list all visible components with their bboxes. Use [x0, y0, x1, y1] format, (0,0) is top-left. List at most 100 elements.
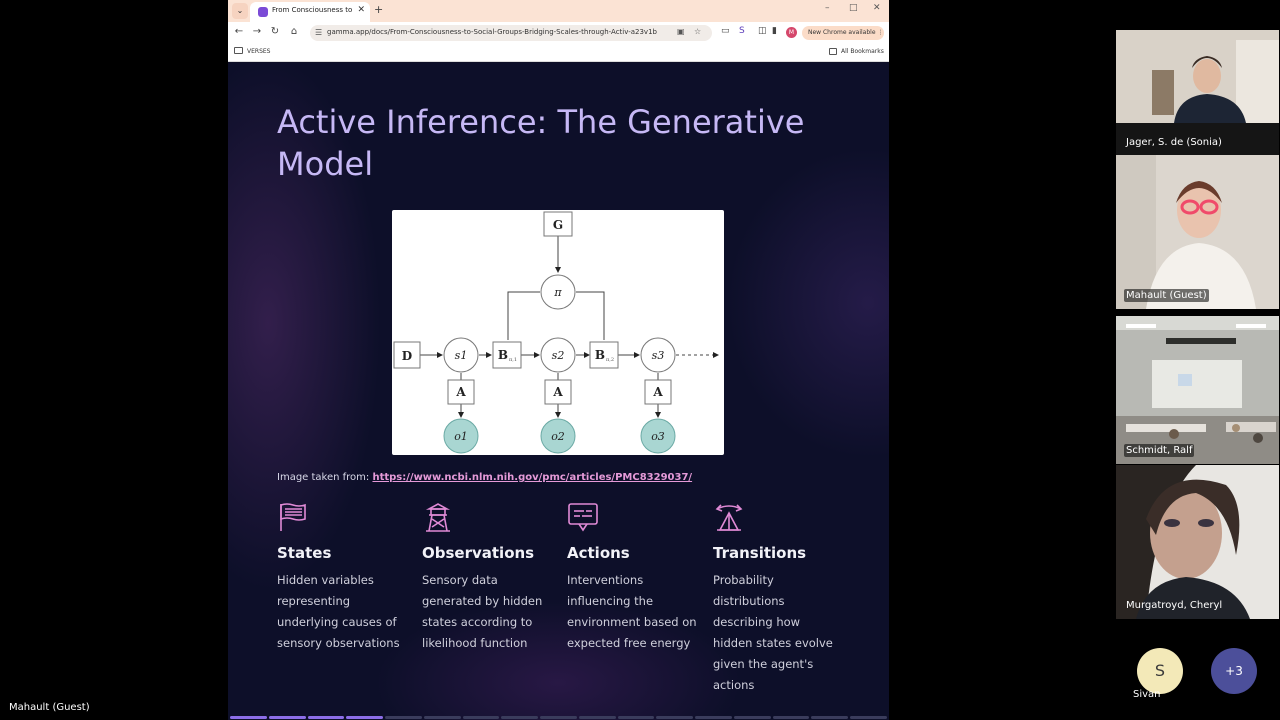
progress-segment[interactable] [772, 716, 810, 719]
progress-segment[interactable] [230, 716, 267, 719]
progress-segment[interactable] [656, 716, 694, 719]
feature-description: Interventions influencing the environmen… [567, 573, 697, 650]
label-s3: s3 [652, 349, 665, 362]
node-s2 [540, 337, 576, 373]
install-app-icon[interactable]: ▣ [677, 27, 685, 36]
label-g: G [553, 218, 563, 232]
address-bar[interactable]: ☰ gamma.app/docs/From-Consciousness-to-S… [310, 25, 712, 41]
node-b2 [589, 341, 619, 369]
back-icon[interactable]: ← [234, 26, 244, 37]
progress-segment[interactable] [850, 716, 888, 719]
active-tab[interactable]: From Consciousness to Social ✕ [250, 2, 370, 22]
node-s3 [640, 337, 676, 373]
participant-name: Mahault (Guest) [1124, 289, 1209, 302]
label-a1: A [455, 385, 466, 399]
image-caption: Image taken from: https://www.ncbi.nlm.n… [277, 472, 692, 483]
participant-video [1116, 316, 1279, 464]
node-a1 [447, 379, 475, 405]
close-window-icon[interactable]: ✕ [873, 3, 881, 13]
node-a3 [644, 379, 672, 405]
label-o1: o1 [454, 430, 468, 443]
progress-segment[interactable] [307, 716, 345, 719]
label-b1-subscript: π,1 [509, 357, 517, 363]
progress-segment[interactable] [346, 716, 384, 719]
tab-search-button[interactable]: ⌄ [232, 3, 248, 19]
feature-description: Sensory data generated by hidden states … [422, 573, 543, 650]
node-o2 [540, 418, 576, 454]
slide-title: Active Inference: The Generative Model [277, 103, 805, 183]
label-o2: o2 [551, 430, 565, 443]
participant-avatar[interactable]: S [1137, 648, 1183, 694]
progress-segment[interactable] [733, 716, 771, 719]
progress-segment[interactable] [617, 716, 655, 719]
progress-segment[interactable] [695, 716, 732, 719]
progress-segment[interactable] [268, 716, 306, 719]
participant-tile[interactable]: Mahault (Guest) [1116, 155, 1279, 309]
participant-name: Murgatroyd, Cheryl [1126, 600, 1223, 611]
bookmark-folder-verses[interactable]: VERSES [247, 48, 271, 55]
transition-icon [715, 504, 743, 531]
source-link[interactable]: https://www.ncbi.nlm.nih.gov/pmc/article… [372, 472, 693, 483]
bookmarks-bar: VERSES All Bookmarks [228, 44, 889, 62]
cast-icon[interactable]: ▭ [721, 26, 730, 36]
reload-icon[interactable]: ↻ [270, 26, 280, 37]
site-info-icon[interactable]: ☰ [315, 28, 323, 37]
progress-segment[interactable] [540, 716, 577, 719]
tab-title: From Consciousness to Social [272, 6, 352, 14]
progress-segment[interactable] [462, 716, 500, 719]
update-label: New Chrome available [808, 29, 876, 36]
bookmark-star-icon[interactable]: ☆ [694, 27, 702, 36]
label-o3: o3 [651, 430, 665, 443]
slide-progress-bar [230, 716, 888, 719]
node-policy [540, 274, 576, 310]
watchtower-icon [425, 503, 451, 532]
minimize-icon[interactable]: – [825, 3, 830, 13]
maximize-icon[interactable]: □ [849, 3, 858, 13]
new-tab-icon[interactable]: + [374, 3, 384, 16]
url-text: gamma.app/docs/From-Consciousness-to-Soc… [327, 28, 657, 36]
progress-segment[interactable] [385, 716, 422, 719]
participant-tile[interactable]: Schmidt, Ralf [1116, 316, 1279, 464]
label-b2: B [595, 348, 605, 362]
shared-browser-window: ⌄ From Consciousness to Social ✕ + – □ ✕… [228, 0, 889, 720]
node-s1 [443, 337, 479, 373]
progress-segment[interactable] [501, 716, 539, 719]
more-participants-button[interactable]: +3 [1211, 648, 1257, 694]
profile-avatar[interactable]: M [786, 27, 797, 38]
sidebar-icon[interactable]: ▮ [772, 26, 777, 36]
feature-description: Hidden variables representing underlying… [277, 573, 400, 650]
node-a2 [544, 379, 572, 405]
feature-states: States Hidden variables representing und… [277, 501, 407, 654]
participant-name: Schmidt, Ralf [1124, 444, 1195, 457]
participant-tile[interactable]: Murgatroyd, Cheryl [1116, 465, 1279, 619]
label-s2: s2 [552, 349, 565, 362]
progress-segment[interactable] [423, 716, 461, 719]
extensions-puzzle-icon[interactable]: ◫ [758, 26, 767, 36]
all-bookmarks-button[interactable]: All Bookmarks [841, 48, 884, 55]
progress-segment[interactable] [811, 716, 849, 719]
participant-name: Jager, S. de (Sonia) [1126, 137, 1222, 148]
feature-title: Actions [567, 544, 630, 562]
feature-transitions: Transitions Probability distributions de… [713, 501, 843, 696]
browser-toolbar: ← → ↻ ⌂ ☰ gamma.app/docs/From-Consciousn… [228, 22, 889, 44]
chrome-update-button[interactable]: New Chrome available ⋮ [802, 26, 884, 40]
flag-icon [280, 503, 306, 531]
generative-model-diagram: G D B B A A A π,1 π,2 π s1 s2 s3 o [392, 210, 724, 455]
forward-icon[interactable]: → [252, 26, 262, 37]
progress-segment[interactable] [578, 716, 616, 719]
tab-strip: ⌄ From Consciousness to Social ✕ + – □ ✕ [228, 0, 889, 22]
caption-prefix: Image taken from: [277, 472, 373, 483]
extension-s-icon[interactable]: S [739, 26, 745, 36]
label-a2: A [552, 385, 563, 399]
feature-title: States [277, 544, 332, 562]
message-icon [568, 503, 598, 532]
participant-video [1116, 30, 1279, 123]
label-a3: A [652, 385, 663, 399]
close-tab-icon[interactable]: ✕ [357, 5, 365, 15]
home-icon[interactable]: ⌂ [290, 26, 298, 37]
all-bookmarks-folder-icon [829, 48, 837, 55]
participant-avatar-name: Sivan [1133, 689, 1161, 700]
label-b2-subscript: π,2 [606, 357, 614, 363]
feature-description: Probability distributions describing how… [713, 573, 833, 692]
